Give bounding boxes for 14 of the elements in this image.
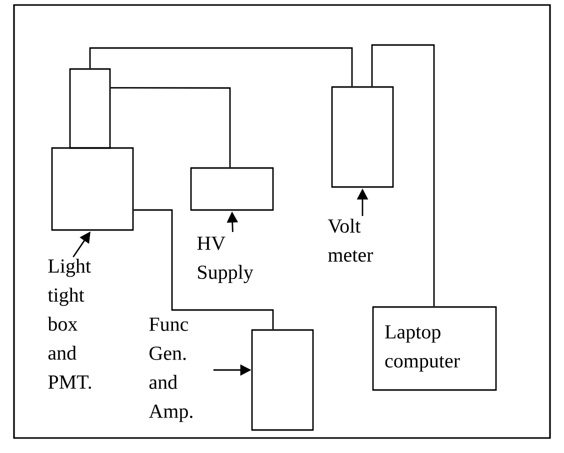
cable-line — [371, 44, 435, 306]
leader-text: Light tight box and PMT. — [48, 258, 92, 389]
leader-text: Volt meter — [328, 218, 374, 262]
cable-line — [134, 209, 274, 330]
generator-box — [251, 329, 314, 431]
computer-box: Laptop computer — [372, 306, 497, 391]
leader-text: Func Gen. and Amp. — [148, 318, 192, 422]
light-box — [51, 147, 134, 231]
pmt-tube-box — [69, 68, 111, 149]
meter-box — [331, 86, 394, 188]
cable-line — [89, 47, 353, 86]
cable-line — [110, 87, 231, 168]
leader-text: HV Supply — [197, 236, 254, 284]
supply-box — [190, 167, 274, 211]
